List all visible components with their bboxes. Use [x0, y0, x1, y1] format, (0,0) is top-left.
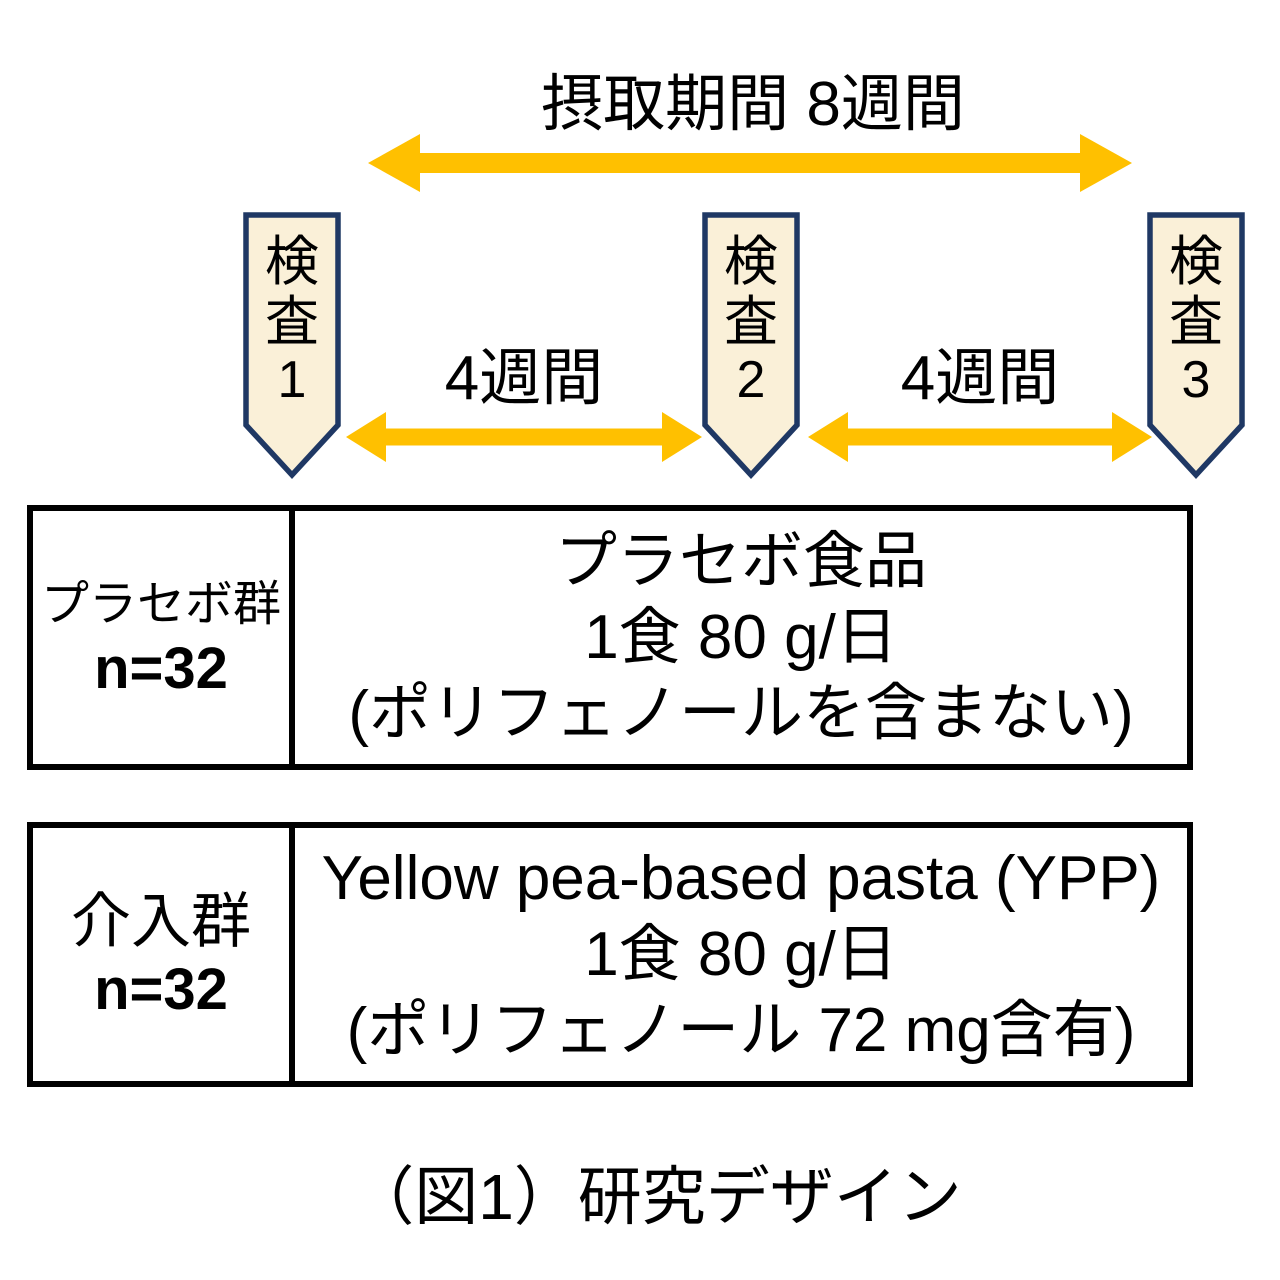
intake-period-double-arrow	[368, 134, 1132, 192]
checkpoint-number: 2	[736, 351, 766, 409]
placebo-group-description: プラセボ食品 1食 80 g/日 (ポリフェノールを含まない)	[295, 511, 1187, 764]
intervention-group-header: 介入群 n=32	[33, 828, 295, 1081]
checkpoint-banner-1: 検 査 1	[243, 212, 341, 480]
pennant-shape	[702, 212, 800, 480]
arrow-shaft	[414, 153, 1086, 173]
checkpoint-3-label: 検 査 3	[1147, 232, 1245, 408]
checkpoint-char: 査	[724, 292, 778, 352]
pennant-shape	[243, 212, 341, 480]
arrowhead-right-icon	[1112, 412, 1152, 462]
group-sample-size: n=32	[94, 956, 228, 1022]
placebo-group-header: プラセボ群 n=32	[33, 511, 295, 764]
checkpoint-banner-3: 検 査 3	[1147, 212, 1245, 480]
description-line: Yellow pea-based pasta (YPP)	[321, 843, 1161, 913]
arrowhead-left-icon	[808, 412, 848, 462]
checkpoint-char: 査	[265, 292, 319, 352]
checkpoint-char: 検	[724, 232, 778, 292]
interval-1-label: 4週間	[444, 344, 604, 413]
arrow-shaft	[380, 428, 668, 446]
interval-1-double-arrow	[346, 412, 702, 462]
interval-2-double-arrow	[808, 412, 1152, 462]
checkpoint-char: 査	[1169, 292, 1223, 352]
description-line: (ポリフェノールを含まない)	[348, 678, 1134, 748]
checkpoint-char: 検	[265, 232, 319, 292]
checkpoint-1-label: 検 査 1	[243, 232, 341, 408]
description-line: プラセボ食品	[554, 526, 927, 596]
description-line: (ポリフェノール 72 mg含有)	[346, 995, 1136, 1065]
group-name: 介入群	[71, 887, 251, 955]
group-sample-size: n=32	[94, 635, 228, 701]
checkpoint-banner-2: 検 査 2	[702, 212, 800, 480]
checkpoint-char: 検	[1169, 232, 1223, 292]
interval-2-label: 4週間	[900, 344, 1060, 413]
checkpoint-number: 3	[1181, 351, 1211, 409]
intake-period-label: 摂取期間 8週間	[541, 70, 965, 139]
arrowhead-left-icon	[368, 134, 420, 192]
checkpoint-2-label: 検 査 2	[702, 232, 800, 408]
description-line: 1食 80 g/日	[584, 919, 898, 989]
group-name: プラセボ群	[40, 577, 281, 631]
intervention-group-box: 介入群 n=32 Yellow pea-based pasta (YPP) 1食…	[27, 822, 1193, 1087]
description-line: 1食 80 g/日	[584, 602, 898, 672]
pennant-shape	[1147, 212, 1245, 480]
arrowhead-right-icon	[1080, 134, 1132, 192]
placebo-group-box: プラセボ群 n=32 プラセボ食品 1食 80 g/日 (ポリフェノールを含まな…	[27, 505, 1193, 770]
checkpoint-number: 1	[277, 351, 307, 409]
figure-caption: （図1）研究デザイン	[350, 1161, 962, 1233]
arrowhead-left-icon	[346, 412, 386, 462]
arrowhead-right-icon	[662, 412, 702, 462]
arrow-shaft	[842, 428, 1118, 446]
intervention-group-description: Yellow pea-based pasta (YPP) 1食 80 g/日 (…	[295, 828, 1187, 1081]
